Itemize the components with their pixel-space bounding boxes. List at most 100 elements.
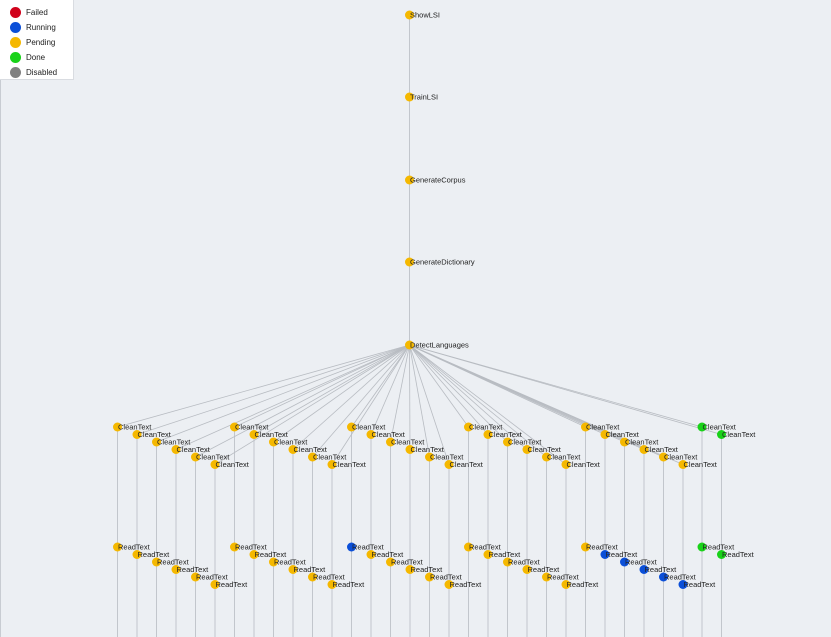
node-readtext[interactable]: ReadText [561,580,600,589]
node-cleantext-label: CleanText [586,423,620,432]
node-cleantext[interactable]: CleanText [347,422,386,432]
node-readtext[interactable]: ReadText [600,550,639,559]
node-readtext[interactable]: ReadText [483,550,522,559]
node-cleantext[interactable]: CleanText [405,445,445,454]
node-cleantext[interactable]: CleanText [464,422,503,432]
node-cleantext-label: CleanText [235,423,269,432]
node-cleantext-label: CleanText [138,430,172,439]
node-generatecorpus[interactable]: GenerateCorpus [405,175,466,185]
node-cleantext[interactable]: CleanText [230,422,269,432]
node-readtext[interactable]: ReadText [678,580,717,589]
node-cleantext-status-icon [210,460,220,469]
node-readtext[interactable]: ReadText [230,542,268,552]
node-readtext[interactable]: ReadText [405,565,444,574]
node-readtext[interactable]: ReadText [581,542,619,552]
node-readtext[interactable]: ReadText [717,550,755,559]
detect-to-clean-edge [409,344,547,458]
node-generatedictionary[interactable]: GenerateDictionary [405,257,475,267]
node-cleantext[interactable]: CleanText [639,445,679,454]
node-readtext-status-icon [269,557,278,567]
node-readtext[interactable]: ReadText [152,557,190,567]
node-readtext[interactable]: ReadText [659,572,697,582]
detect-to-clean-edge [409,344,430,458]
node-cleantext-label: CleanText [274,438,308,447]
node-readtext[interactable]: ReadText [269,557,307,567]
node-readtext-label: ReadText [508,558,541,567]
node-cleantext[interactable]: CleanText [581,422,620,432]
node-readtext[interactable]: ReadText [132,550,171,559]
node-cleantext[interactable]: CleanText [386,437,425,447]
node-cleantext[interactable]: CleanText [542,452,581,462]
node-cleantext[interactable]: CleanText [503,437,542,447]
node-readtext[interactable]: ReadText [386,557,424,567]
detect-to-clean-edge [331,344,410,465]
node-cleantext[interactable]: CleanText [659,452,698,462]
node-readtext[interactable]: ReadText [639,565,678,574]
node-readtext[interactable]: ReadText [249,550,288,559]
node-trainlsi[interactable]: TrainLSI [405,92,438,102]
node-cleantext[interactable]: CleanText [288,445,328,454]
node-cleantext[interactable]: CleanText [717,430,756,439]
node-cleantext[interactable]: CleanText [308,452,347,462]
node-cleantext[interactable]: CleanText [620,437,659,447]
node-cleantext-label: CleanText [606,430,640,439]
node-readtext[interactable]: ReadText [425,572,463,582]
node-cleantext-status-icon [113,422,122,432]
node-showlsi[interactable]: ShowLSI [405,10,440,20]
node-readtext-label: ReadText [274,558,307,567]
node-cleantext-status-icon [542,452,551,462]
node-readtext-status-icon [425,572,434,582]
legend-item-pending: Pending [10,36,55,48]
detect-to-clean-edge [351,344,410,428]
node-readtext[interactable]: ReadText [347,542,385,552]
node-trainlsi-label: TrainLSI [410,93,438,102]
node-cleantext[interactable]: CleanText [210,460,250,469]
node-readtext[interactable]: ReadText [464,542,502,552]
node-readtext[interactable]: ReadText [191,572,229,582]
node-cleantext[interactable]: CleanText [678,460,718,469]
node-cleantext[interactable]: CleanText [561,460,601,469]
node-readtext[interactable]: ReadText [113,542,151,552]
node-cleantext[interactable]: CleanText [600,430,640,439]
node-cleantext[interactable]: CleanText [269,437,308,447]
node-readtext-label: ReadText [586,543,619,552]
detect-to-clean-edge [156,344,410,443]
node-readtext[interactable]: ReadText [288,565,327,574]
node-cleantext[interactable]: CleanText [444,460,484,469]
node-cleantext-status-icon [347,422,356,432]
node-cleantext-status-icon [405,445,415,454]
node-cleantext[interactable]: CleanText [483,430,523,439]
node-readtext[interactable]: ReadText [210,580,249,589]
node-readtext[interactable]: ReadText [327,580,366,589]
node-readtext[interactable]: ReadText [620,557,658,567]
node-readtext[interactable]: ReadText [366,550,405,559]
node-readtext-label: ReadText [313,573,346,582]
node-readtext[interactable]: ReadText [444,580,483,589]
node-cleantext[interactable]: CleanText [132,430,172,439]
node-cleantext[interactable]: CleanText [171,445,211,454]
node-readtext[interactable]: ReadText [522,565,561,574]
node-cleantext[interactable]: CleanText [522,445,562,454]
node-cleantext[interactable]: CleanText [697,422,737,432]
node-cleantext[interactable]: CleanText [113,422,152,432]
node-readtext[interactable]: ReadText [542,572,580,582]
node-cleantext[interactable]: CleanText [425,452,464,462]
node-showlsi-label: ShowLSI [410,11,440,20]
node-readtext[interactable]: ReadText [697,542,736,552]
node-cleantext[interactable]: CleanText [191,452,230,462]
node-cleantext-label: CleanText [294,445,328,454]
node-cleantext-status-icon [191,452,200,462]
node-cleantext-status-icon [639,445,649,454]
node-readtext[interactable]: ReadText [171,565,210,574]
node-cleantext-status-icon [503,437,512,447]
graph-nodes: ShowLSI TrainLSI GenerateCorpusGenerateDic… [113,10,756,589]
node-cleantext[interactable]: CleanText [152,437,191,447]
node-detectlanguages[interactable]: DetectLanguages [405,340,469,350]
node-cleantext[interactable]: CleanText [327,460,367,469]
node-readtext-label: ReadText [177,565,210,574]
node-readtext[interactable]: ReadText [308,572,346,582]
node-readtext[interactable]: ReadText [503,557,541,567]
node-cleantext[interactable]: CleanText [366,430,406,439]
node-cleantext[interactable]: CleanText [249,430,289,439]
node-readtext-status-icon [288,565,298,574]
